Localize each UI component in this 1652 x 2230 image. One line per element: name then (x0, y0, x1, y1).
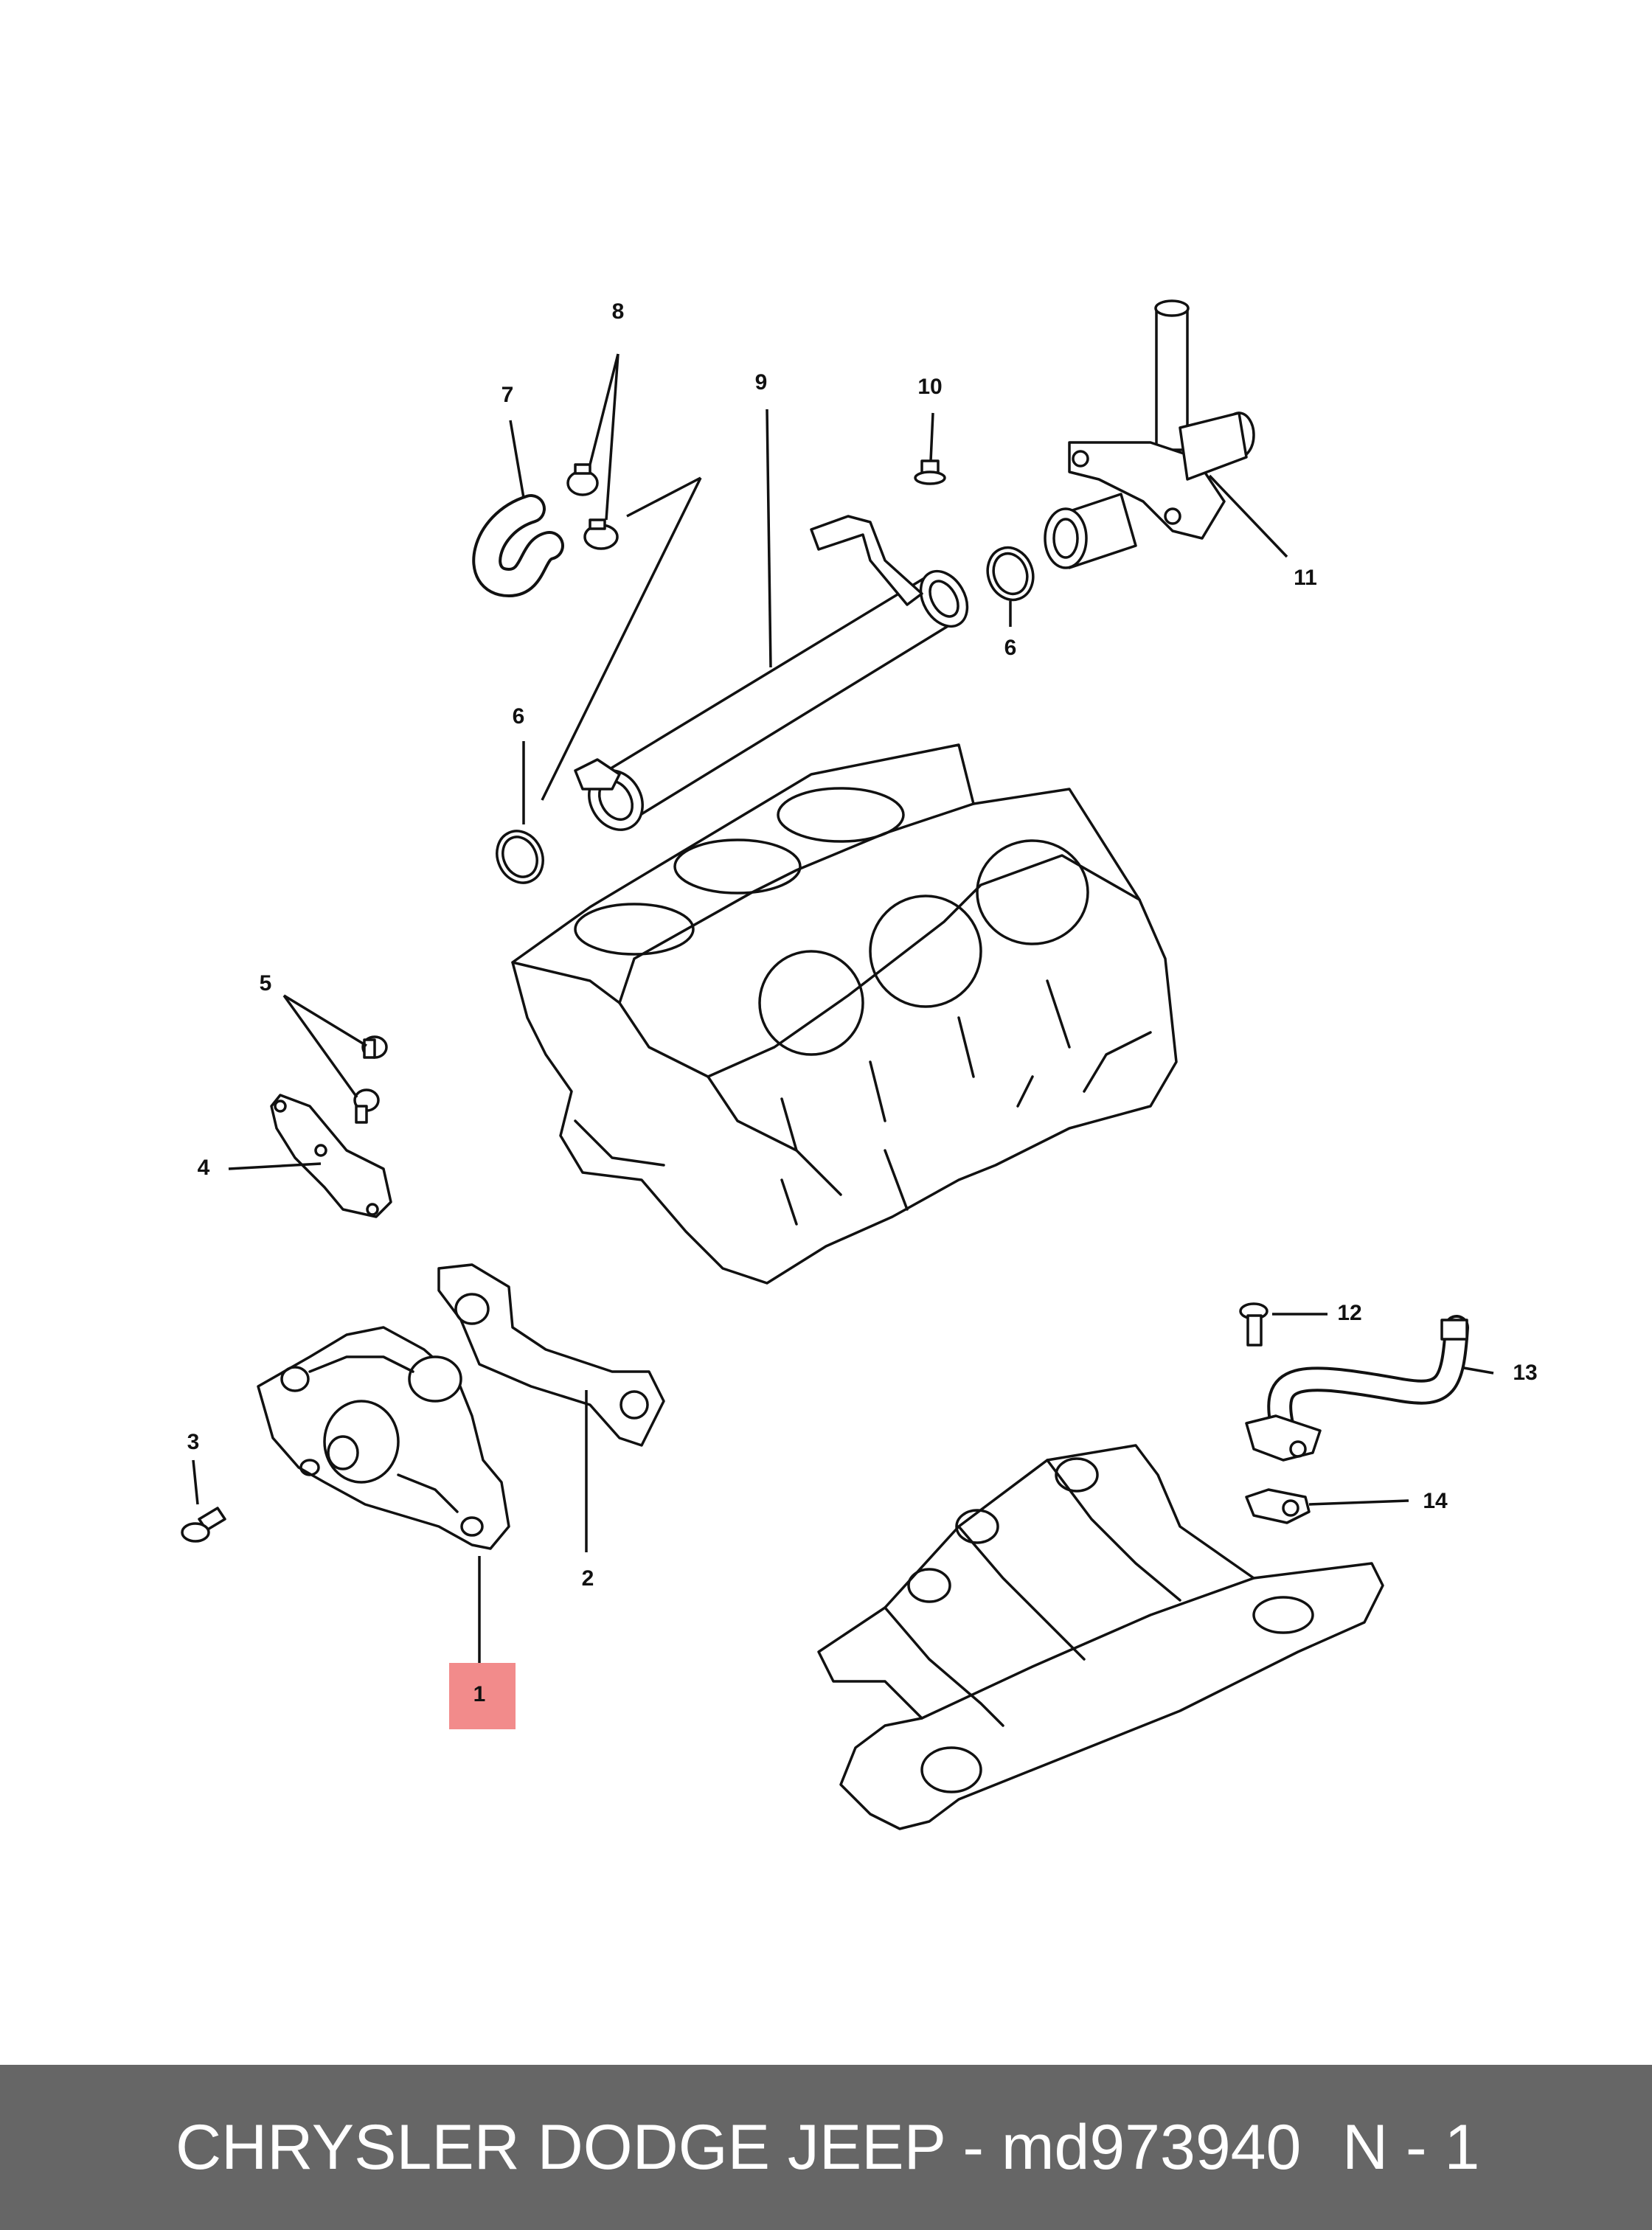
callout-1: 1 (473, 1682, 486, 1706)
gasket-part-2 (437, 1263, 665, 1447)
callout-3: 3 (187, 1430, 200, 1454)
callout-9: 9 (755, 370, 768, 395)
footer-page-label: N - 1 (1342, 2112, 1480, 2183)
coolant-pipe-part-9 (574, 515, 969, 831)
bolt-part-5-b (353, 1088, 380, 1124)
callout-4: 4 (198, 1156, 210, 1180)
bolt-part-12 (1239, 1302, 1268, 1347)
callout-6-upper: 6 (1004, 636, 1017, 660)
hose-part-7 (472, 494, 564, 597)
water-pump-part-1 (257, 1326, 510, 1550)
callout-12: 12 (1337, 1301, 1361, 1325)
water-outlet-part-11 (1044, 299, 1255, 569)
gasket-part-14 (1245, 1488, 1311, 1524)
o-ring-part-6-upper (986, 546, 1035, 602)
callout-7: 7 (502, 383, 514, 407)
bolt-part-5-a (361, 1035, 388, 1059)
callout-8: 8 (612, 299, 625, 324)
bolt-part-3 (181, 1507, 226, 1543)
footer-title: CHRYSLER DODGE JEEP - md973940 (176, 2112, 1302, 2183)
callout-10: 10 (917, 375, 942, 399)
intake-manifold (817, 1444, 1384, 1830)
callout-6-lower: 6 (513, 704, 525, 729)
pipe-part-13 (1245, 1315, 1469, 1462)
leader-lines (192, 353, 1494, 1663)
parts-diagram: 1 2 3 4 5 6 6 7 8 9 10 11 12 13 14 (181, 299, 1538, 1830)
engine-block (511, 743, 1178, 1285)
o-ring-part-6-lower (496, 830, 544, 884)
bolt-part-10 (914, 459, 946, 485)
callout-13: 13 (1513, 1361, 1537, 1385)
callout-5: 5 (260, 971, 272, 996)
bracket-part-4 (270, 1094, 392, 1218)
callout-11: 11 (1294, 566, 1317, 590)
callout-1-highlight (449, 1663, 516, 1729)
clamp-part-8-b (583, 518, 619, 550)
callout-14: 14 (1423, 1489, 1448, 1513)
footer-bar: CHRYSLER DODGE JEEP - md973940 N - 1 (0, 2065, 1652, 2230)
clamp-part-8-a (566, 463, 599, 496)
callout-2: 2 (582, 1566, 594, 1591)
